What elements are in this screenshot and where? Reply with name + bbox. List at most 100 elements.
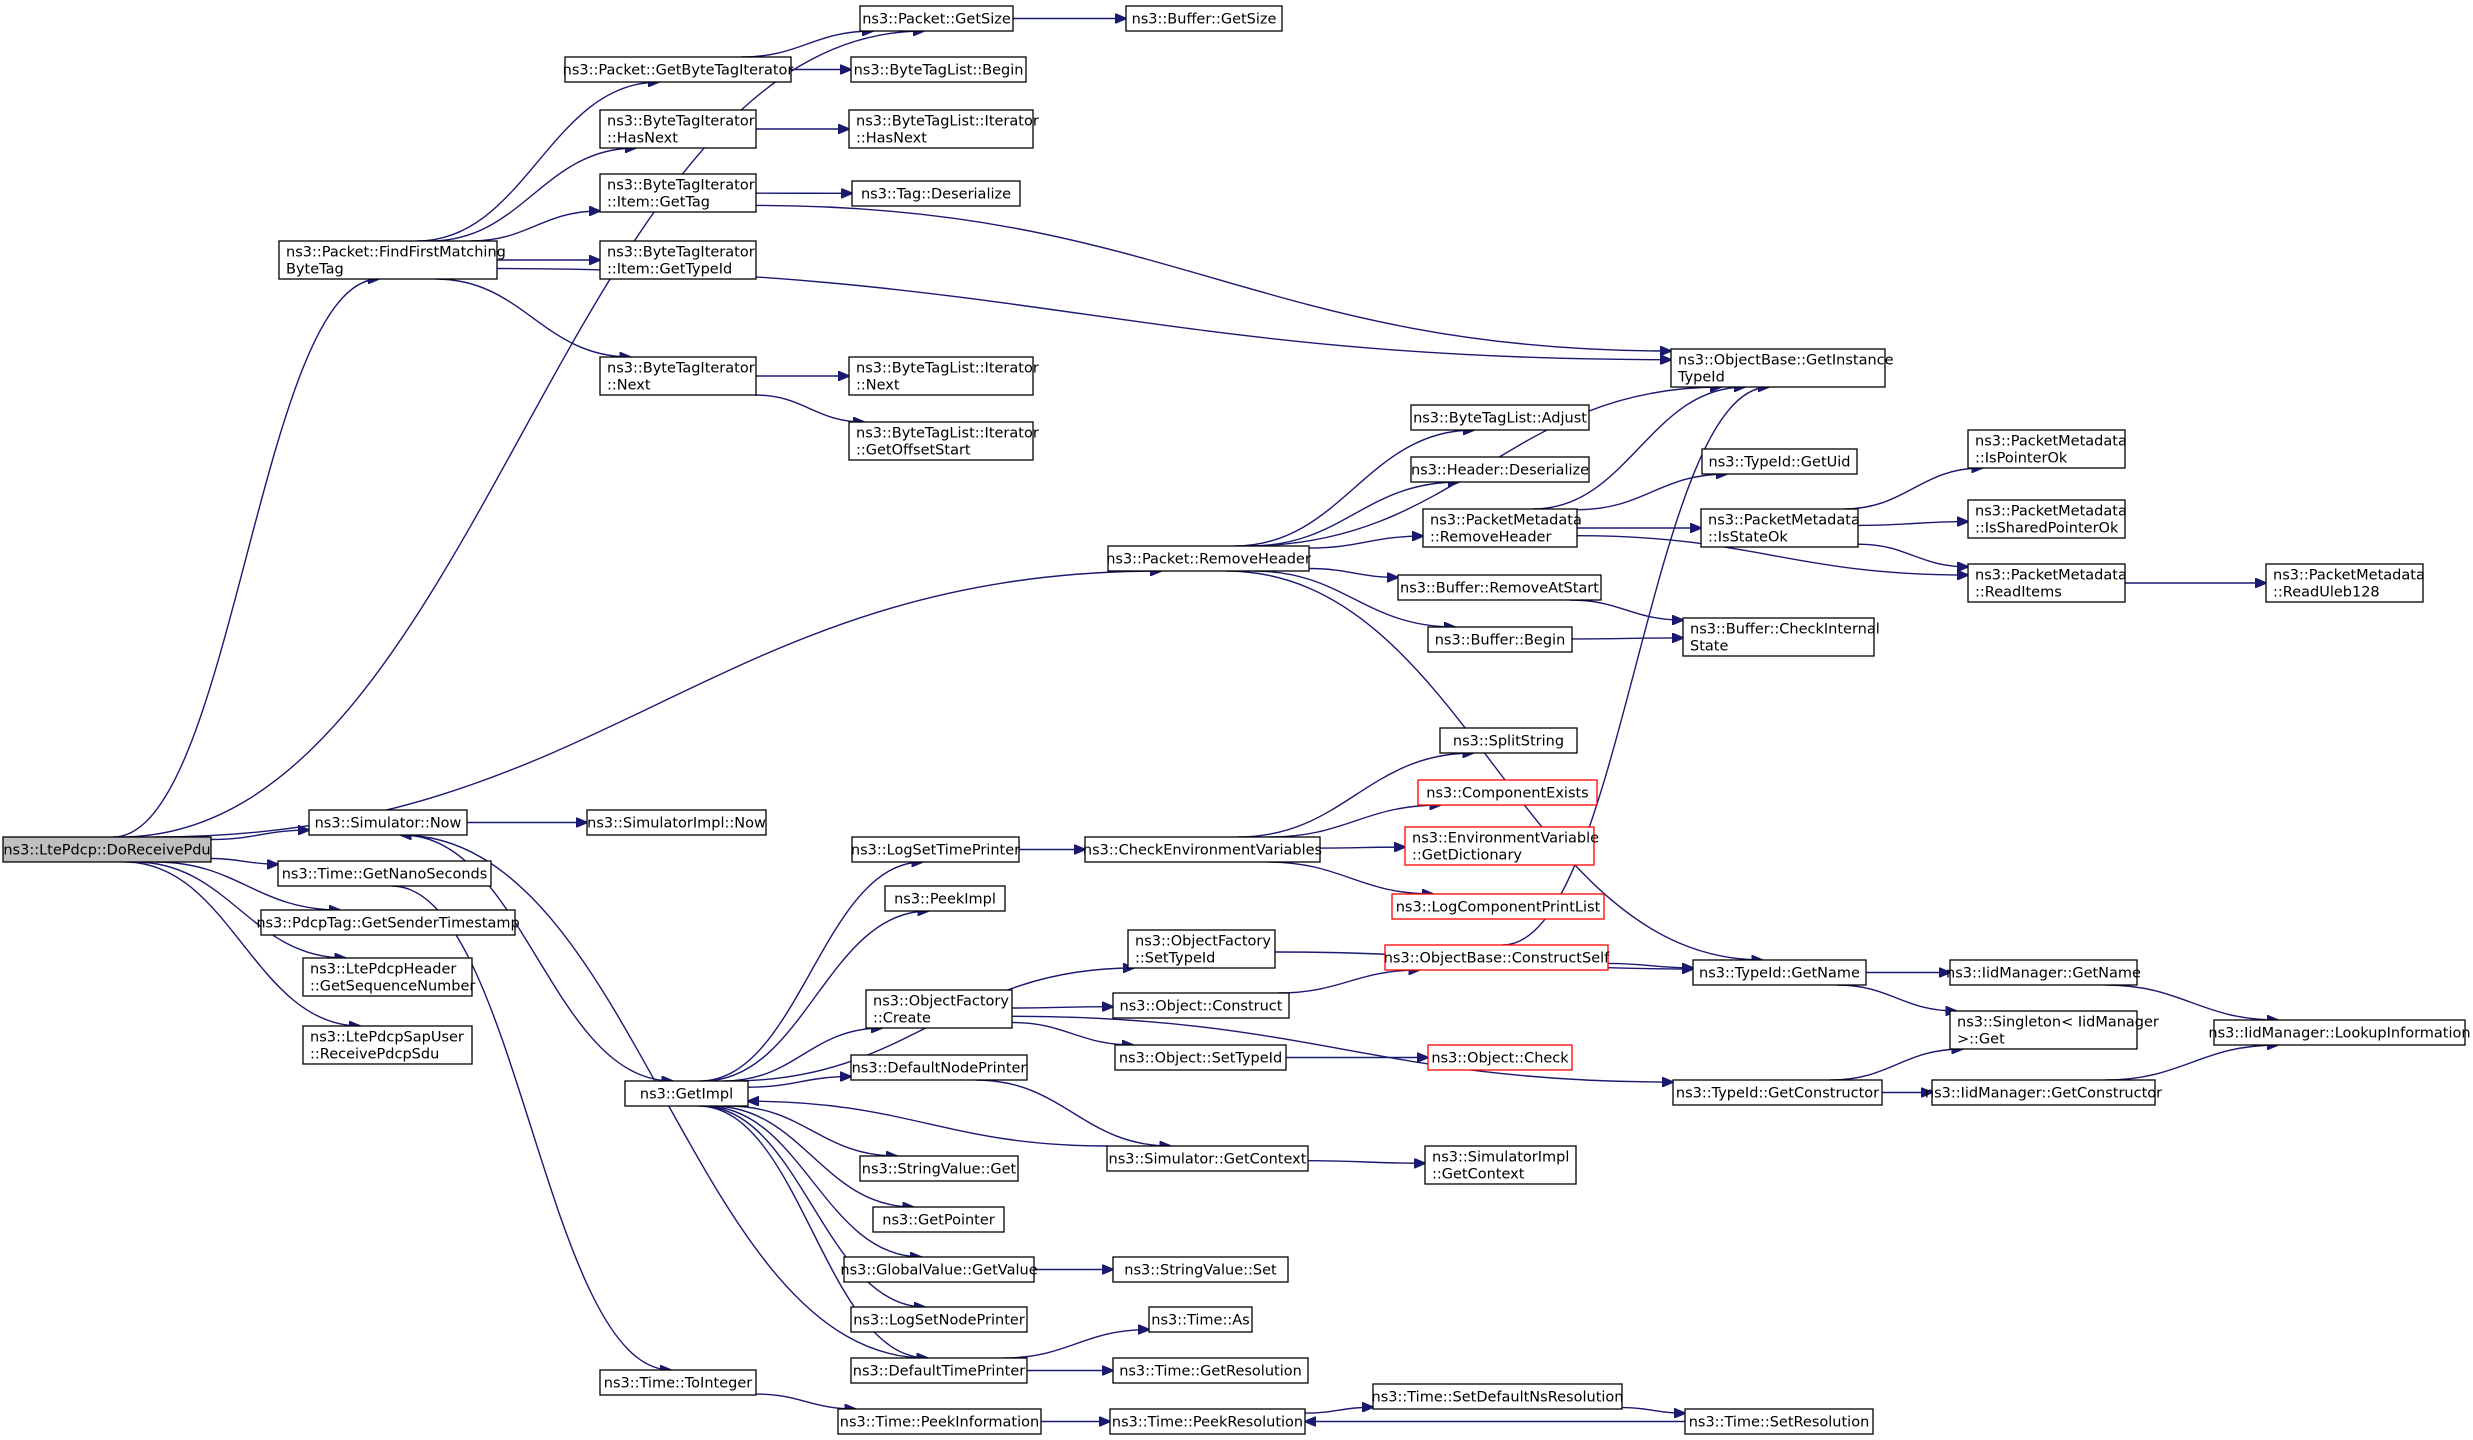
node-btl_begin[interactable]: ns3::ByteTagList::Begin [850, 56, 1027, 83]
node-label: ns3::Packet::RemoveHeader [1106, 552, 1311, 568]
node-pm_isstateok[interactable]: ns3::PacketMetadata::IsStateOk [1700, 508, 1860, 548]
node-stringvalue_set[interactable]: ns3::StringValue::Set [1112, 1256, 1289, 1283]
node-stringvalue_get[interactable]: ns3::StringValue::Get [859, 1155, 1019, 1182]
node-label: ns3::Packet::GetByteTagIterator [563, 63, 794, 79]
node-label: ns3::SplitString [1453, 734, 1564, 750]
node-box [1684, 1408, 1874, 1435]
node-pm_removeheader[interactable]: ns3::PacketMetadata::RemoveHeader [1422, 508, 1582, 548]
node-pm_ispointerok[interactable]: ns3::PacketMetadata::IsPointerOk [1967, 429, 2127, 469]
edge-buf_begin-to-buf_checkinternal [1571, 638, 1683, 639]
node-pm_issharedpointerok[interactable]: ns3::PacketMetadata::IsSharedPointerOk [1967, 499, 2127, 539]
node-getimpl[interactable]: ns3::GetImpl [624, 1080, 749, 1107]
node-simimpl_getcontext[interactable]: ns3::SimulatorImpl::GetContext [1424, 1145, 1577, 1185]
node-simimpl_now[interactable]: ns3::SimulatorImpl::Now [586, 809, 767, 836]
node-obj_construct[interactable]: ns3::Object::Construct [1112, 992, 1290, 1019]
node-pdcptag_getsender[interactable]: ns3::PdcpTag::GetSenderTimestamp [256, 909, 520, 936]
node-label: ::Next [856, 378, 900, 394]
node-btli_getoffset[interactable]: ns3::ByteTagList::Iterator::GetOffsetSta… [848, 421, 1039, 461]
node-time_setdefaultnsres[interactable]: ns3::Time::SetDefaultNsResolution [1372, 1383, 1624, 1410]
node-pkt_getsize[interactable]: ns3::Packet::GetSize [859, 5, 1014, 32]
node-defaulttimeprinter[interactable]: ns3::DefaultTimePrinter [850, 1357, 1028, 1384]
node-peekimpl[interactable]: ns3::PeekImpl [884, 885, 1006, 912]
node-pkt_getbtit[interactable]: ns3::Packet::GetByteTagIterator [563, 56, 794, 83]
node-box [1427, 1044, 1573, 1071]
node-root[interactable]: ns3::LtePdcp::DoReceivePdu [2, 836, 212, 863]
node-tid_getname[interactable]: ns3::TypeId::GetName [1692, 959, 1867, 986]
node-label: ::ReadItems [1975, 585, 2062, 601]
node-envvar_getdict[interactable]: ns3::EnvironmentVariable::GetDictionary [1404, 826, 1599, 866]
node-singleton_get[interactable]: ns3::Singleton< IidManager >::Get [1949, 1010, 2159, 1050]
node-box [1107, 545, 1310, 572]
node-label: ns3::ByteTagList::Begin [854, 63, 1024, 79]
edge-pm_removeheader-to-pm_readitems [1576, 535, 1968, 575]
node-obj_settypeid[interactable]: ns3::Object::SetTypeId [1114, 1044, 1287, 1071]
node-hdr_deser[interactable]: ns3::Header::Deserialize [1410, 456, 1590, 483]
node-componentexists[interactable]: ns3::ComponentExists [1417, 779, 1598, 806]
node-box [1410, 456, 1590, 483]
node-obj_check[interactable]: ns3::Object::Check [1427, 1044, 1573, 1071]
node-box [850, 1306, 1028, 1333]
node-label: ns3::Time::GetNanoSeconds [282, 867, 488, 883]
node-sim_now[interactable]: ns3::Simulator::Now [308, 809, 468, 836]
node-logsettimeprinter[interactable]: ns3::LogSetTimePrinter [851, 836, 1020, 863]
node-tag_deser[interactable]: ns3::Tag::Deserialize [851, 180, 1021, 207]
node-pkt_removeheader[interactable]: ns3::Packet::RemoveHeader [1106, 545, 1311, 572]
node-pm_readitems[interactable]: ns3::PacketMetadata::ReadItems [1967, 563, 2127, 603]
node-label: ns3::ByteTagList::Adjust [1413, 411, 1587, 427]
node-bti_next[interactable]: ns3::ByteTagIterator::Next [599, 356, 757, 396]
node-defaultnodeprinter[interactable]: ns3::DefaultNodePrinter [850, 1054, 1028, 1081]
node-ltepdcphdr_getseq[interactable]: ns3::LtePdcpHeader::GetSequenceNumber [302, 957, 475, 997]
node-time_peekinformation[interactable]: ns3::Time::PeekInformation [837, 1408, 1042, 1435]
node-globalvalue_getvalue[interactable]: ns3::GlobalValue::GetValue [840, 1256, 1038, 1283]
node-btl_adjust[interactable]: ns3::ByteTagList::Adjust [1410, 404, 1590, 431]
node-btli_hasnext[interactable]: ns3::ByteTagList::Iterator::HasNext [848, 109, 1039, 149]
edge-pkt_ffmbt-to-bti_item_gettag [470, 211, 600, 242]
node-box [1148, 1306, 1253, 1333]
node-time_tointeger[interactable]: ns3::Time::ToInteger [599, 1369, 757, 1396]
node-splitstring[interactable]: ns3::SplitString [1439, 727, 1578, 754]
node-time_peekresolution[interactable]: ns3::Time::PeekResolution [1109, 1408, 1306, 1435]
node-label: ns3::GlobalValue::GetValue [840, 1263, 1037, 1279]
node-time_getnanos[interactable]: ns3::Time::GetNanoSeconds [277, 860, 492, 887]
node-ob_constructself[interactable]: ns3::ObjectBase::ConstructSelf [1384, 944, 1610, 971]
edge-tid_getconstructor-to-singleton_get [1830, 1049, 1963, 1081]
node-logsetnodeprinter[interactable]: ns3::LogSetNodePrinter [850, 1306, 1028, 1333]
node-tid_getconstructor[interactable]: ns3::TypeId::GetConstructor [1672, 1079, 1883, 1106]
node-iidm_lookupinfo[interactable]: ns3::IidManager::LookupInformation [2208, 1019, 2471, 1046]
node-label: ns3::Simulator::GetContext [1109, 1152, 1307, 1168]
node-time_getresolution[interactable]: ns3::Time::GetResolution [1112, 1357, 1309, 1384]
node-buf_removeatstart[interactable]: ns3::Buffer::RemoveAtStart [1397, 574, 1602, 601]
node-pm_readuleb128[interactable]: ns3::PacketMetadata::ReadUleb128 [2265, 563, 2425, 603]
node-label: ns3::Object::SetTypeId [1119, 1051, 1282, 1067]
node-bti_hasnext[interactable]: ns3::ByteTagIterator::HasNext [599, 109, 757, 149]
node-label: >::Get [1957, 1032, 2005, 1048]
node-of_settypeid[interactable]: ns3::ObjectFactory::SetTypeId [1127, 929, 1276, 969]
node-getpointer[interactable]: ns3::GetPointer [872, 1206, 1005, 1233]
node-tid_getuid[interactable]: ns3::TypeId::GetUid [1701, 448, 1858, 475]
edge-getimpl-to-globalvalue_getvalue [704, 1105, 921, 1257]
edge-pkt_ffmbt-to-bti_next [435, 278, 631, 357]
node-bti_item_gettag[interactable]: ns3::ByteTagIterator::Item::GetTag [599, 173, 757, 213]
edge-defaulttimeprinter-to-time_as [1003, 1330, 1149, 1359]
node-bti_item_gettypeid[interactable]: ns3::ByteTagIterator::Item::GetTypeId [599, 240, 757, 280]
node-time_as[interactable]: ns3::Time::As [1148, 1306, 1253, 1333]
node-time_setresolution[interactable]: ns3::Time::SetResolution [1684, 1408, 1874, 1435]
node-box [278, 240, 498, 280]
node-iidm_getname[interactable]: ns3::IidManager::GetName [1946, 959, 2141, 986]
node-buf_begin[interactable]: ns3::Buffer::Begin [1427, 626, 1573, 653]
node-btli_next[interactable]: ns3::ByteTagList::Iterator::Next [848, 356, 1039, 396]
edge-pkt_removeheader-to-btl_adjust [1234, 430, 1474, 547]
node-sim_getcontext[interactable]: ns3::Simulator::GetContext [1106, 1145, 1309, 1172]
node-ltepdcpsapuser_recv[interactable]: ns3::LtePdcpSapUser::ReceivePdcpSdu [302, 1025, 473, 1065]
node-box [1106, 1145, 1309, 1172]
node-box [260, 909, 516, 936]
node-logcompprintlist[interactable]: ns3::LogComponentPrintList [1391, 893, 1605, 920]
node-of_create[interactable]: ns3::ObjectFactory::Create [865, 989, 1013, 1029]
node-label: ::IsStateOk [1708, 530, 1788, 546]
node-iidm_getconstructor[interactable]: ns3::IidManager::GetConstructor [1925, 1079, 2162, 1106]
node-buf_getsize[interactable]: ns3::Buffer::GetSize [1125, 5, 1283, 32]
node-checkenvvars[interactable]: ns3::CheckEnvironmentVariables [1083, 836, 1322, 863]
